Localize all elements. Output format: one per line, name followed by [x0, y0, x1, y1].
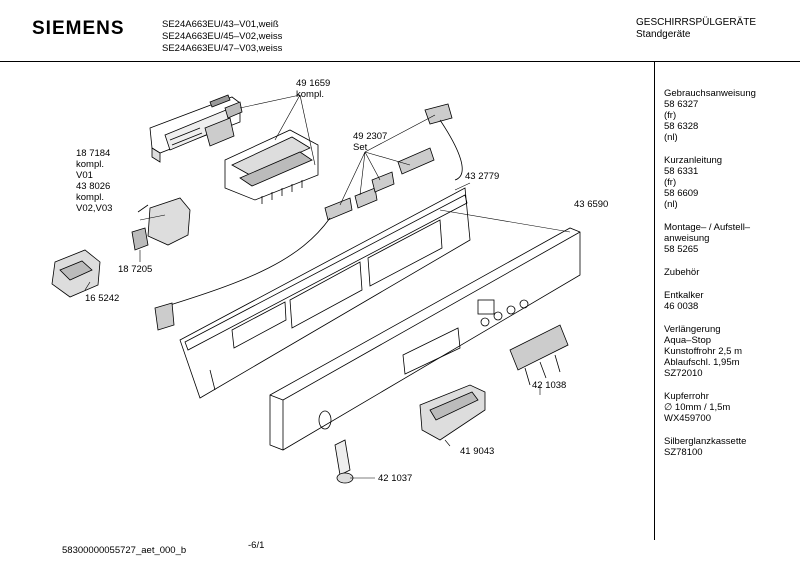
model-line-3: SE24A663EU/47–V03,weiss: [162, 43, 283, 54]
connector-part: [51, 249, 101, 298]
front-fascia-part: [269, 227, 581, 451]
brand-logo: SIEMENS: [32, 18, 125, 39]
electronic-module-part: [149, 94, 243, 163]
sidebar-group-zubehoer: Zubehör: [664, 267, 700, 278]
part-label-436590: 43 6590: [574, 199, 609, 210]
sidebar-group-montage: Montage– / Aufstell– anweisung 58 5265: [664, 222, 751, 255]
cable-set-part: [154, 103, 463, 331]
part-label-419043: 41 9043: [460, 446, 495, 457]
sidebar-group-verlaengerung: Verlängerung Aqua–Stop Kunstoffrohr 2,5 …: [664, 324, 742, 379]
sidebar-divider: [654, 62, 655, 540]
sidebar-group-gebrauchsanweisung: Gebrauchsanweisung 58 6327 (fr) 58 6328 …: [664, 88, 756, 143]
sidebar-group-kurzanleitung: Kurzanleitung 58 6331 (fr) 58 6609 (nl): [664, 155, 723, 210]
category-title: GESCHIRRSPÜLGERÄTE: [636, 17, 757, 28]
part-label-492307: 49 2307 Set: [353, 131, 388, 153]
part-label-432779: 43 2779: [465, 171, 500, 182]
inner-panel-part: [179, 187, 471, 399]
page-number: -6/1: [248, 540, 265, 551]
part-label-421038: 42 1038: [532, 380, 567, 391]
model-line-1: SE24A663EU/43–V01,weiß: [162, 19, 279, 30]
handle-part: [419, 384, 486, 441]
part-label-187205: 18 7205: [118, 264, 153, 275]
leader-lines: [84, 94, 571, 479]
part-label-165242: 16 5242: [85, 293, 120, 304]
part-label-421037: 42 1037: [378, 473, 413, 484]
document-id: 58300000055727_aet_000_b: [62, 545, 187, 556]
model-list: SE24A663EU/43–V01,weiß SE24A663EU/45–V02…: [162, 19, 282, 55]
part-label-187184: 18 7184 kompl. V01 43 8026 kompl. V02,V0…: [76, 148, 113, 214]
lever-part: [334, 439, 354, 484]
buttons-part: [509, 324, 569, 386]
control-board-part: [224, 129, 319, 204]
part-label-491659: 49 1659 kompl.: [296, 78, 331, 100]
header-divider: [0, 61, 800, 62]
sidebar-group-kupferrohr: Kupferrohr ∅ 10mm / 1,5m WX459700: [664, 391, 731, 424]
switch-part: [131, 197, 191, 251]
sidebar-group-entkalker: Entkalker 46 0038: [664, 290, 704, 312]
accessory-sidebar: Gebrauchsanweisung 58 6327 (fr) 58 6328 …: [664, 88, 756, 470]
model-line-2: SE24A663EU/45–V02,weiss: [162, 31, 283, 42]
sidebar-group-silberglanzkassette: Silberglanzkassette SZ78100: [664, 436, 747, 458]
subcategory-title: Standgeräte: [636, 29, 691, 40]
